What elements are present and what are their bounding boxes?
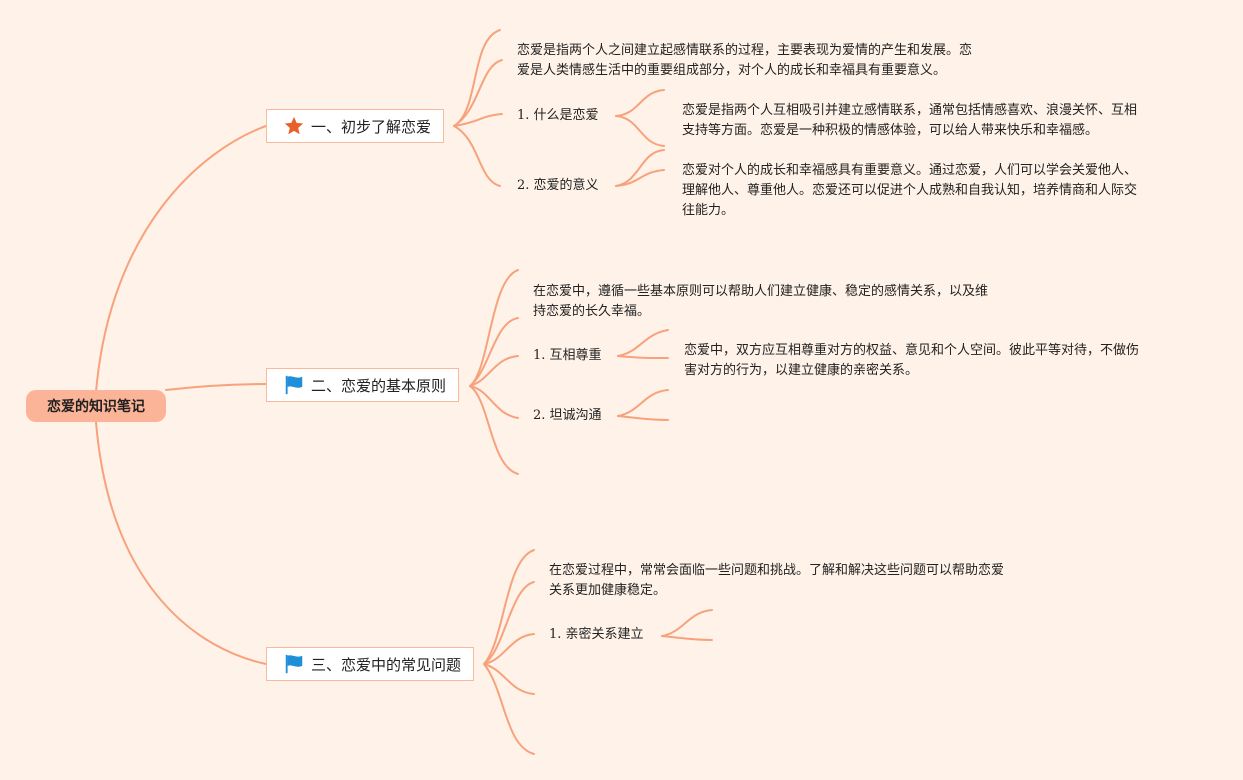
topic-2-title: 二、恋爱的基本原则 — [311, 376, 447, 395]
topic-2[interactable]: 二、恋爱的基本原则 — [266, 368, 460, 402]
connector-t1-item2-detail-b — [615, 169, 665, 187]
topic-1[interactable]: 一、初步了解恋爱 — [266, 109, 445, 143]
connector-t1-item2-detail-a — [615, 149, 665, 187]
connector-t1-intro-b — [453, 59, 503, 127]
connector-root-topic-2 — [165, 383, 267, 391]
topic-3-intro: 在恋爱过程中，常常会面临一些问题和挑战。了解和解决这些问题可以帮助恋爱 关系更加… — [549, 563, 1005, 598]
topic-1-item-1-detail: 恋爱是指两个人互相吸引并建立感情联系，通常包括情感喜欢、浪漫关怀、互相 支持等方… — [682, 103, 1138, 138]
connector-t1-item2 — [453, 125, 501, 187]
connector-t3-e — [483, 663, 535, 755]
topic-1-item-1[interactable]: 1. 什么是恋爱 — [517, 108, 599, 123]
flag-icon — [285, 375, 303, 395]
connector-t2-item2-b — [617, 415, 669, 421]
connector-t2-item2-a — [617, 389, 669, 417]
connector-t2-c — [469, 355, 519, 387]
connector-t3-a — [483, 549, 535, 665]
connector-t2-e — [469, 385, 519, 475]
connector-t3-d — [483, 663, 535, 695]
topic-3[interactable]: 三、恋爱中的常见问题 — [266, 647, 475, 681]
connector-t2-a — [469, 269, 519, 387]
connector-t1-item1 — [453, 113, 503, 127]
topic-1-title: 一、初步了解恋爱 — [311, 117, 432, 136]
topic-3-item-1[interactable]: 1. 亲密关系建立 — [549, 627, 644, 642]
topic-2-item-1-detail: 恋爱中，双方应互相尊重对方的权益、意见和个人空间。彼此平等对待，不做伤 害对方的… — [684, 343, 1140, 378]
star-icon — [284, 116, 304, 135]
connector-t3-item1-a — [661, 609, 713, 637]
topic-3-title: 三、恋爱中的常见问题 — [311, 655, 462, 674]
connector-t1-item1-detail-a — [615, 89, 665, 117]
connector-t3-item1-b — [661, 635, 713, 641]
connector-t3-c — [483, 633, 535, 665]
connector-t2-item1-b — [617, 355, 669, 359]
flag-icon — [285, 654, 303, 674]
connector-root-topic-1 — [95, 125, 267, 393]
topic-1-intro: 恋爱是指两个人之间建立起感情联系的过程，主要表现为爱情的产生和发展。恋 爱是人类… — [517, 43, 973, 78]
connector-t2-item1-a — [617, 329, 669, 357]
connector-t1-item1-detail-b — [615, 115, 665, 147]
topic-1-item-2-detail: 恋爱对个人的成长和幸福感具有重要意义。通过恋爱，人们可以学会关爱他人、 理解他人… — [682, 163, 1138, 218]
topic-2-item-2[interactable]: 2. 坦诚沟通 — [533, 408, 602, 423]
connector-t2-b — [469, 317, 519, 387]
connector-t2-d — [469, 385, 519, 419]
connector-t3-b — [483, 581, 535, 665]
topic-1-item-2[interactable]: 2. 恋爱的意义 — [517, 178, 599, 193]
topic-2-item-1[interactable]: 1. 互相尊重 — [533, 348, 602, 363]
connector-root-topic-3 — [95, 421, 267, 665]
topic-2-intro: 在恋爱中，遵循一些基本原则可以帮助人们建立健康、稳定的感情关系，以及维 持恋爱的… — [533, 284, 989, 319]
connector-t1-intro — [453, 29, 501, 127]
root-label: 恋爱的知识笔记 — [47, 399, 145, 415]
root-node[interactable]: 恋爱的知识笔记 — [26, 390, 166, 422]
